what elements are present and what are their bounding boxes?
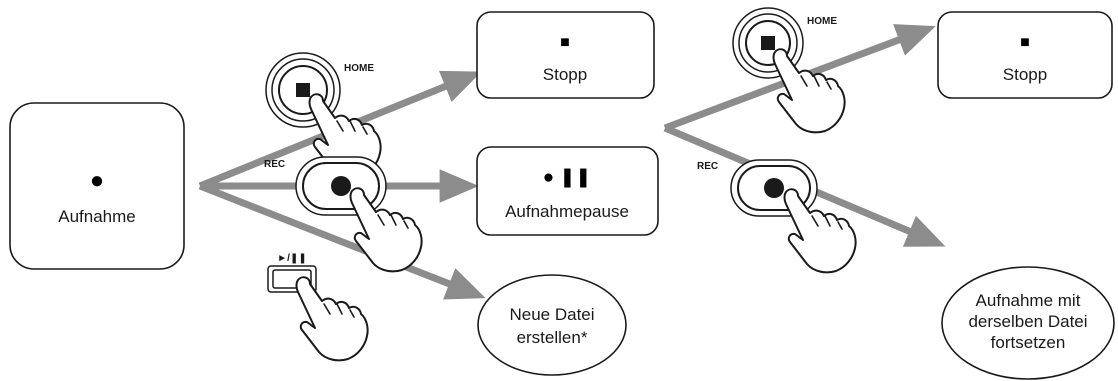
stop-symbol: ■ xyxy=(560,34,570,51)
rec-label-1: REC xyxy=(264,159,285,170)
stop-label-2: Stopp xyxy=(1003,65,1047,84)
node-continue-same-file: Aufnahme mit derselben Datei fortsetzen xyxy=(941,266,1115,380)
rec-pause-label: Aufnahmepause xyxy=(505,202,629,221)
home-label-2: HOME xyxy=(807,16,837,27)
record-dot-symbol: ● xyxy=(90,167,105,194)
recording-label: Aufnahme xyxy=(58,207,136,226)
play-pause-label: ►/❚❚ xyxy=(277,253,306,264)
rec-label-2: REC xyxy=(697,161,718,172)
new-file-line2: erstellen* xyxy=(517,328,588,347)
continue-line2: derselben Datei xyxy=(968,312,1087,331)
continue-line1: Aufnahme mit xyxy=(976,291,1081,310)
node-stop-2: ■ Stopp xyxy=(937,11,1113,99)
stop-square-icon xyxy=(296,83,310,97)
node-rec-pause: ● ❚❚ Aufnahmepause xyxy=(476,146,659,236)
arrow-to-new-file xyxy=(198,182,486,300)
record-dot-icon xyxy=(764,178,784,198)
rec-button-2[interactable]: REC xyxy=(697,159,857,274)
stop-square-icon xyxy=(761,36,775,50)
node-stop-1: ■ Stopp xyxy=(476,11,655,99)
continue-line3: fortsetzen xyxy=(991,333,1066,352)
stop-label: Stopp xyxy=(543,65,587,84)
new-file-line1: Neue Datei xyxy=(509,305,594,324)
node-recording: ● Aufnahme xyxy=(9,102,185,270)
node-new-file: Neue Datei erstellen* xyxy=(477,274,627,376)
play-pause-button[interactable]: ►/❚❚ xyxy=(267,253,369,362)
home-label-1: HOME xyxy=(344,63,374,74)
home-button-2[interactable]: HOME xyxy=(732,7,846,134)
rec-button-1[interactable]: REC xyxy=(264,156,423,273)
rec-pause-symbol: ● ❚❚ xyxy=(543,167,592,188)
record-dot-icon xyxy=(331,176,351,196)
hand-pointer-icon xyxy=(295,276,369,362)
home-button-1[interactable]: HOME xyxy=(265,52,382,179)
hand-pointer-icon xyxy=(349,187,423,273)
stop-symbol-2: ■ xyxy=(1020,34,1030,51)
